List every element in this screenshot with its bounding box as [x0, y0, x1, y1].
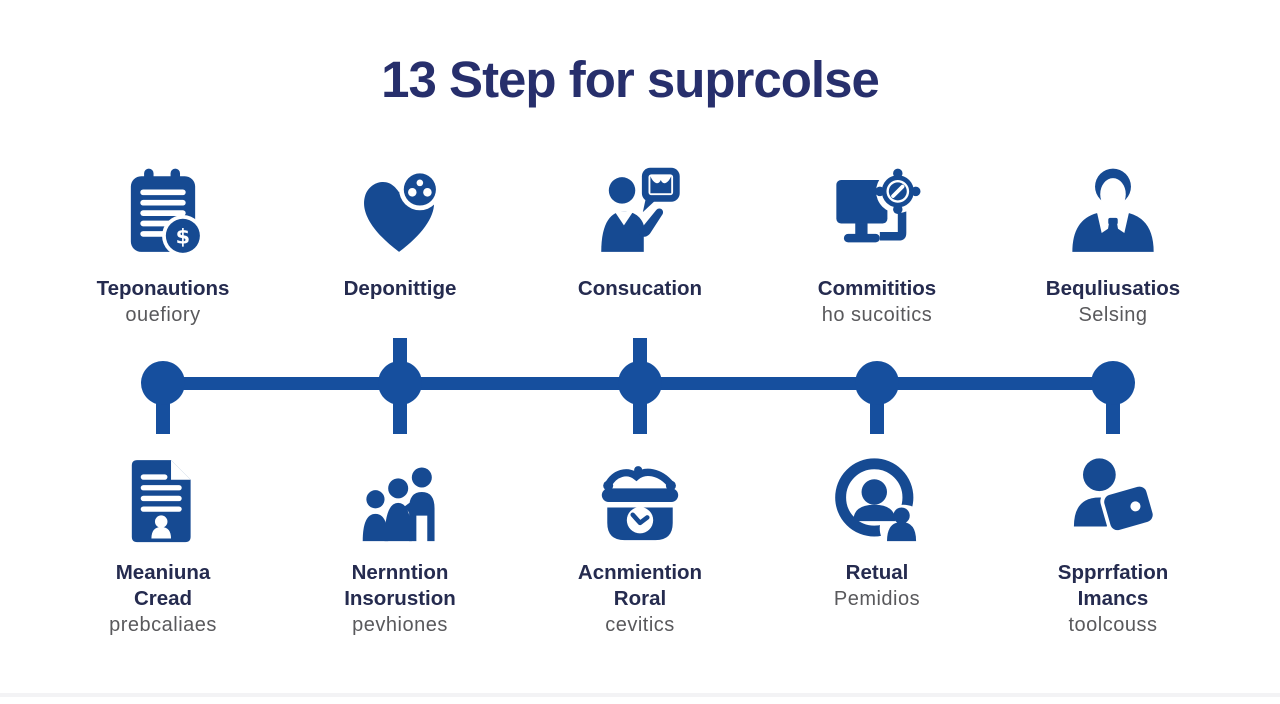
clipboard-dollar-icon: $ — [53, 160, 273, 270]
step-label: Retual — [845, 561, 909, 584]
timeline-node-3 — [618, 361, 662, 405]
step-item-1: $ Teponautions ouefiory — [53, 160, 273, 328]
person-laptop-icon — [1003, 450, 1223, 554]
step-item-10: Spprrfation Imancs toolcouss — [1003, 450, 1223, 638]
step-item-3: Consucation — [530, 160, 750, 303]
step-subtitle: cevitics — [605, 614, 675, 636]
person-ring-icon — [767, 450, 987, 554]
step-item-9: Retual Pemidios — [767, 450, 987, 612]
timeline-node-5 — [1091, 361, 1135, 405]
heart-dots-icon — [290, 160, 510, 270]
step-item-8: Acnmiention Roral cevitics — [530, 450, 750, 638]
step-subtitle: pevhiones — [352, 614, 448, 636]
monitor-gauge-icon — [767, 160, 987, 270]
step-item-6: Meaniuna Cread prebcaliaes — [53, 450, 273, 638]
timeline-node-1 — [141, 361, 185, 405]
step-subtitle: ho sucoitics — [821, 304, 933, 326]
step-subtitle: Pemidios — [833, 588, 921, 610]
step-label: Teponautions — [96, 277, 230, 300]
step-subtitle: ouefiory — [125, 304, 201, 326]
step-label: Commititios — [817, 277, 937, 300]
step-item-7: Nernntion Insorustion pevhiones — [290, 450, 510, 638]
step-subtitle: toolcouss — [1068, 614, 1158, 636]
step-subtitle: prebcaliaes — [109, 614, 217, 636]
step-label: Meaniuna Cread — [115, 561, 211, 610]
step-label: Spprrfation Imancs — [1057, 561, 1169, 610]
step-item-2: Deponittige — [290, 160, 510, 303]
step-label: Nernntion Insorustion — [344, 561, 456, 610]
svg-text:$: $ — [176, 224, 190, 248]
bottom-edge-divider — [0, 693, 1280, 697]
step-subtitle: Selsing — [1078, 304, 1148, 326]
people-group-icon — [290, 450, 510, 554]
basket-clock-icon — [530, 450, 750, 554]
step-label: Consucation — [577, 277, 703, 300]
step-item-5: Bequliusatios Selsing — [1003, 160, 1223, 328]
step-label: Acnmiention Roral — [577, 561, 703, 610]
timeline-node-4 — [855, 361, 899, 405]
person-chat-icon — [530, 160, 750, 270]
step-label: Deponittige — [343, 277, 457, 300]
businessman-icon — [1003, 160, 1223, 270]
step-label: Bequliusatios — [1045, 277, 1181, 300]
document-person-icon — [53, 450, 273, 554]
timeline-node-2 — [378, 361, 422, 405]
step-item-4: Commititios ho sucoitics — [767, 160, 987, 328]
page-title: 13 Step for suprcolse — [381, 51, 880, 108]
